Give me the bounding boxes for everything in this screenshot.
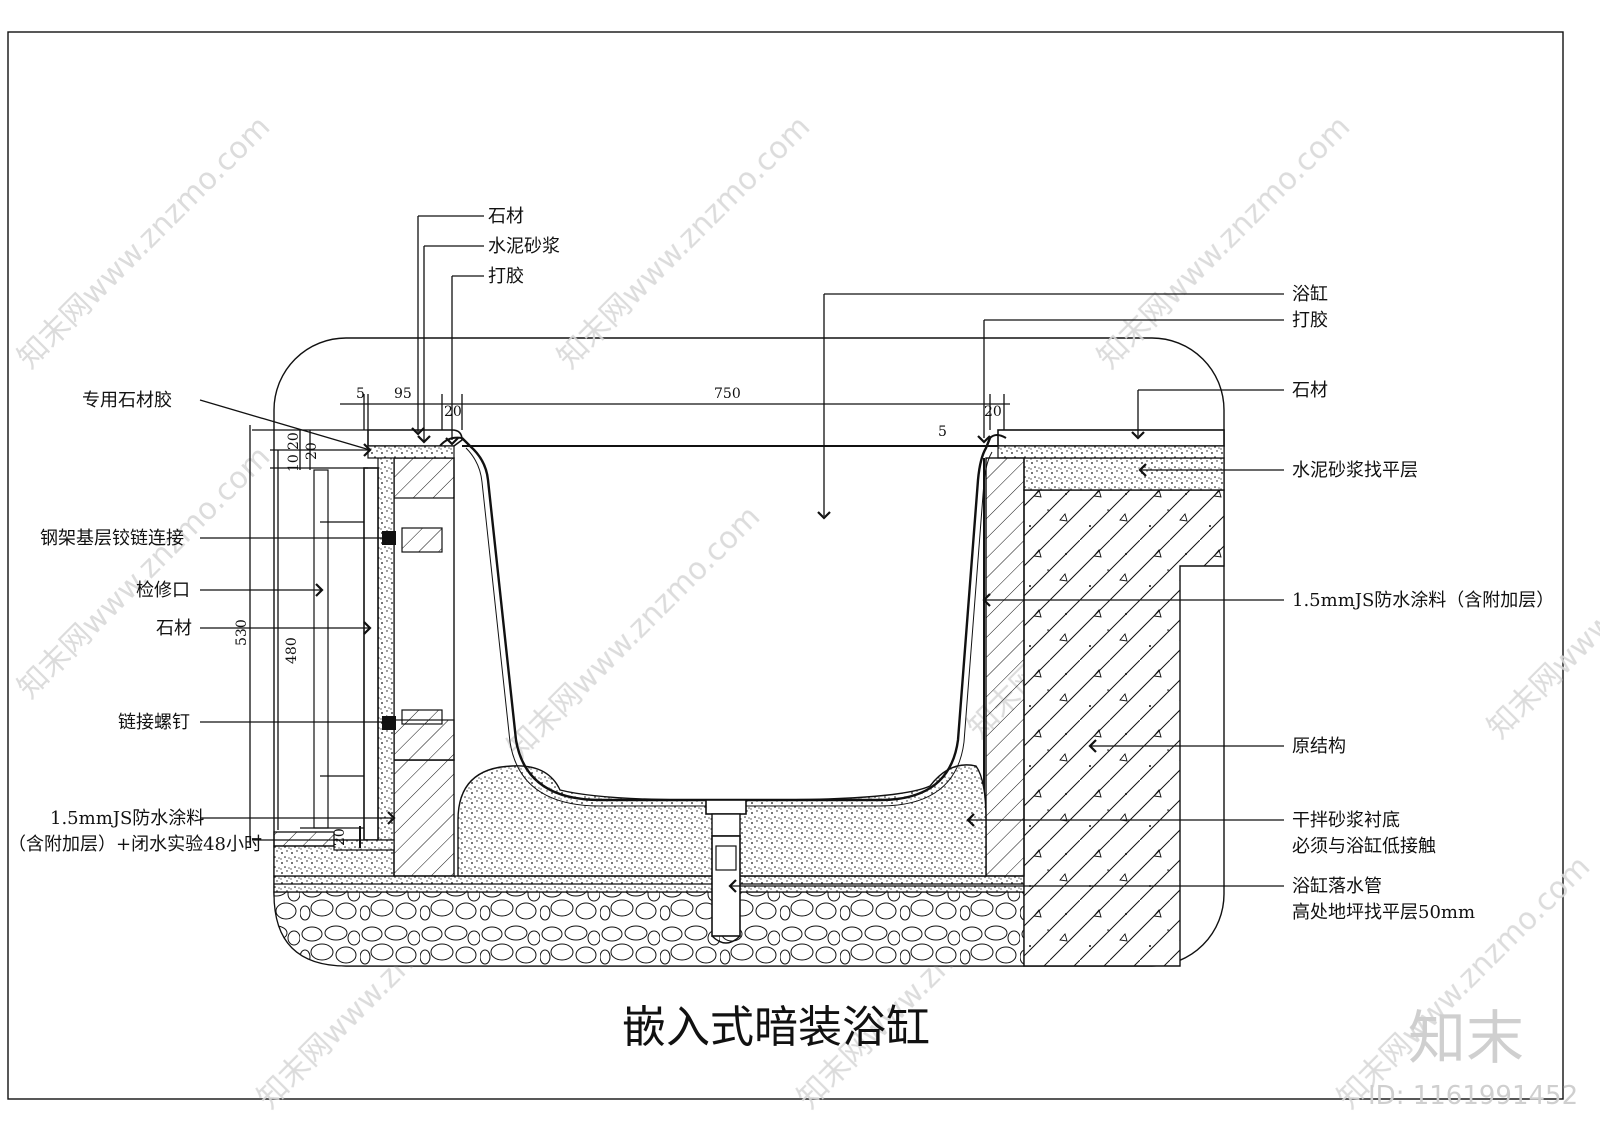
left-support-wall: [393, 759, 455, 877]
watermark-text: 知末网www.znzmo.com: [551, 109, 817, 375]
watermark-text: 知末网www.znzmo.com: [501, 499, 767, 765]
label-hinge: 钢架基层铰链连接: [40, 528, 184, 549]
outer-floor-finish: [273, 845, 395, 877]
dim-10-vert: 10: [286, 454, 302, 472]
label-dry-mortar: 干拌砂浆衬底: [1292, 810, 1400, 831]
dimension-lines: 5 95 20 750 20 5 20 10 20 530 480 20: [234, 386, 1010, 846]
screw-block: [382, 716, 396, 730]
label-drain-note: 高处地坪找平层50mm: [1292, 902, 1475, 923]
watermark-text: 知末网www.znzmo.com: [11, 109, 277, 375]
gravel-base: [273, 891, 1025, 967]
dim-530: 530: [234, 619, 250, 646]
dim-750: 750: [714, 386, 741, 402]
label-dry-mortar-note: 必须与浴缸低接触: [1292, 835, 1436, 857]
right-stone-top: [997, 429, 1225, 447]
label-drain: 浴缸落水管: [1292, 875, 1382, 897]
left-stone-top: [367, 429, 463, 447]
left-mortar-strip: [377, 449, 395, 841]
labels-left: 专用石材胶 钢架基层铰链连接 检修口 石材 链接螺钉 1.5mmJS防水涂料 （…: [8, 390, 262, 855]
drawing-title: 嵌入式暗装浴缸: [622, 1002, 930, 1053]
image-id-watermark: ID: 1161991452: [1368, 1081, 1578, 1111]
dim-20-right: 20: [984, 404, 1002, 420]
original-structure: [1023, 489, 1225, 967]
watermark-text: 知末网www.znzmo.com: [11, 439, 277, 705]
label-bathtub: 浴缸: [1292, 283, 1328, 305]
label-structure: 原结构: [1292, 736, 1346, 757]
drain-fitting: [705, 799, 747, 815]
label-top-sealant: 打胶: [488, 266, 524, 287]
label-screw: 链接螺钉: [118, 712, 190, 733]
right-leveling-layer: [1023, 457, 1225, 491]
labels-right: 浴缸 打胶 石材 水泥砂浆找平层 1.5mmJS防水涂料（含附加层） 原结构 干…: [1292, 283, 1554, 923]
label-right-waterproof: 1.5mmJS防水涂料（含附加层）: [1292, 590, 1554, 611]
label-stone-glue: 专用石材胶: [82, 390, 172, 411]
label-top-stone: 石材: [488, 206, 524, 227]
label-left-waterproof-note: （含附加层）+闭水实验48小时: [8, 834, 262, 855]
watermark-text: 知末网www.znzmo.com: [1091, 109, 1357, 375]
label-leveling: 水泥砂浆找平层: [1292, 460, 1418, 481]
labels-top: 石材 水泥砂浆 打胶: [488, 206, 560, 287]
dim-5-right: 5: [938, 424, 947, 440]
dim-5: 5: [356, 386, 365, 402]
dim-20-vert: 20: [286, 432, 302, 450]
dim-20-vert-2: 20: [304, 442, 320, 460]
right-support-wall: [985, 457, 1025, 877]
label-access-port: 检修口: [136, 580, 190, 601]
dim-480: 480: [284, 637, 300, 664]
sheet-border: [7, 31, 1564, 1100]
leader-arrows: [315, 427, 1147, 893]
access-panel-stone: [363, 467, 379, 841]
dim-20-bottom: 20: [332, 828, 348, 846]
dim-95: 95: [394, 386, 412, 402]
bathtub-shell: [461, 437, 992, 802]
leader-lines: [199, 215, 1284, 887]
label-left-stone: 石材: [156, 618, 192, 639]
brand-watermark: 知末: [1408, 1004, 1524, 1072]
label-right-stone: 石材: [1292, 380, 1328, 401]
label-right-sealant: 打胶: [1292, 310, 1328, 331]
watermark-text: 知末网www.znzmo.com: [1481, 479, 1600, 745]
dim-20-left: 20: [444, 404, 462, 420]
label-top-mortar: 水泥砂浆: [488, 236, 560, 257]
label-left-waterproof: 1.5mmJS防水涂料: [50, 808, 204, 829]
